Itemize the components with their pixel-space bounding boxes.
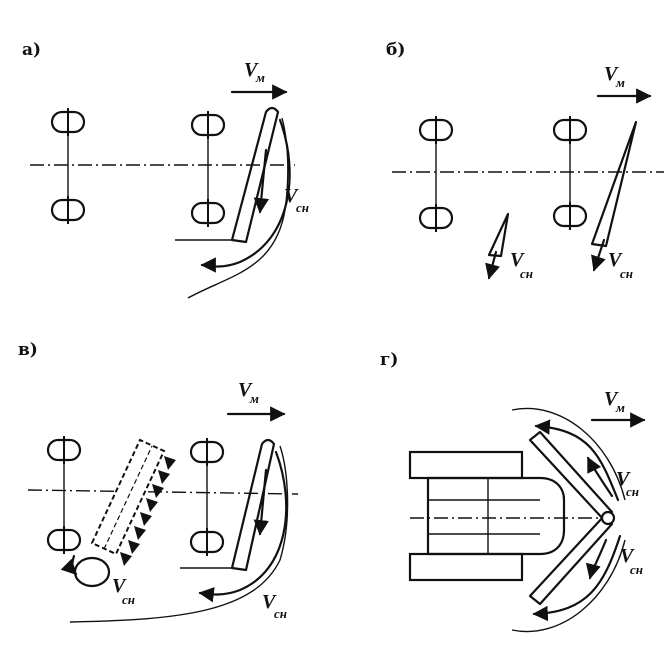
panel-a-vm-sub: м (255, 70, 265, 85)
panel-a-wheel-icon (50, 106, 86, 138)
panel-g-track-bottom (408, 552, 524, 582)
panel-b-wheel-icon (552, 114, 588, 146)
panel-a-blade (230, 106, 280, 244)
panel-v-wheel-icon (189, 436, 225, 468)
panel-b-wheel-icon (418, 114, 454, 146)
panel-v-wheel-icon (46, 434, 82, 466)
panel-b-label: б) (386, 40, 405, 60)
panel-g-boundary-lower (511, 539, 626, 633)
panel-a-wheel-icon (190, 197, 226, 229)
panel-g-vsn2-sub: сн (630, 562, 643, 577)
panel-v-flow-arrow (198, 450, 288, 603)
panel-g-track-top (408, 450, 524, 480)
panel-g-body (426, 476, 566, 556)
panel-g-vm-sub: м (615, 400, 625, 415)
panel-a-wheel-icon (190, 109, 226, 141)
panel-b-snow-arrow-right (591, 238, 606, 272)
panel-g-label: г) (380, 350, 398, 370)
panel-g-vsn1-symbol: V (616, 468, 631, 490)
panel-g-boundary-upper (511, 407, 626, 501)
panel-v-snow-boundary (69, 445, 289, 623)
panel-v-vsn2-sub: сн (274, 606, 287, 621)
panel-b-vm-sub: м (615, 75, 625, 90)
panel-g-flow-arrow-lower (532, 534, 622, 622)
panel-v-brush-bristles (120, 456, 176, 566)
panel-v-vsn1-sub: сн (122, 592, 135, 607)
panel-g-snow-arrow-lower (585, 538, 608, 580)
panel-v-brush-centerline (103, 445, 153, 550)
panel-v-vsn2-symbol: V (262, 591, 277, 613)
panel-g: г) V м V сн V сн (380, 350, 646, 633)
panel-g-flow-arrow-upper (534, 419, 620, 502)
panel-b-vsn2-sub: сн (620, 266, 633, 281)
panel-v-brush-flow-arrow (60, 554, 78, 576)
panel-g-blade-tip (600, 510, 616, 526)
panel-g-blade-lower (528, 514, 614, 606)
panel-v-wheel-icon (189, 526, 225, 558)
panel-a-vsn-sub: сн (296, 200, 309, 215)
panel-v-axis-line (27, 489, 299, 495)
panel-a-snow-arrow (253, 148, 269, 214)
panel-v-blade (230, 438, 276, 572)
panel-v-label: в) (18, 340, 38, 360)
panel-g-snow-arrow-upper (586, 456, 614, 498)
panel-v-vm-sub: м (249, 391, 259, 406)
panel-a-wheel-icon (50, 194, 86, 226)
panel-g-vsn1-sub: сн (626, 484, 639, 499)
panel-v-snow-arrow (253, 468, 269, 536)
panel-a: а) V м V сн (22, 40, 309, 299)
panel-v-vsn1-symbol: V (112, 575, 127, 597)
panel-a-flow-arrow (200, 118, 291, 273)
panel-b-vsn2-symbol: V (608, 249, 623, 271)
panel-b-vm-symbol: V (604, 63, 619, 85)
panel-b-blade-left (487, 212, 510, 258)
panel-b-vsn1-symbol: V (510, 249, 525, 271)
panel-b-wheel-icon (552, 200, 588, 232)
panel-g-vm-symbol: V (604, 388, 619, 410)
panel-b-wheel-icon (418, 202, 454, 234)
panel-b-snow-arrow-left (485, 250, 501, 280)
panel-v-vm-symbol: V (238, 379, 253, 401)
panel-b: б) V м V сн V сн (386, 40, 664, 281)
panel-a-label: а) (22, 40, 41, 60)
panel-b-vsn1-sub: сн (520, 266, 533, 281)
panel-v: в) V м V сн V сн (18, 340, 299, 623)
panel-a-vm-symbol: V (244, 59, 259, 81)
panel-b-blade-right (590, 120, 638, 248)
panel-g-vsn2-symbol: V (620, 545, 635, 567)
panel-a-vsn-symbol: V (284, 185, 299, 207)
panel-a-snow-boundary (187, 117, 289, 299)
panel-v-wheel-icon (46, 524, 82, 556)
panel-v-snow-pile (73, 556, 111, 588)
